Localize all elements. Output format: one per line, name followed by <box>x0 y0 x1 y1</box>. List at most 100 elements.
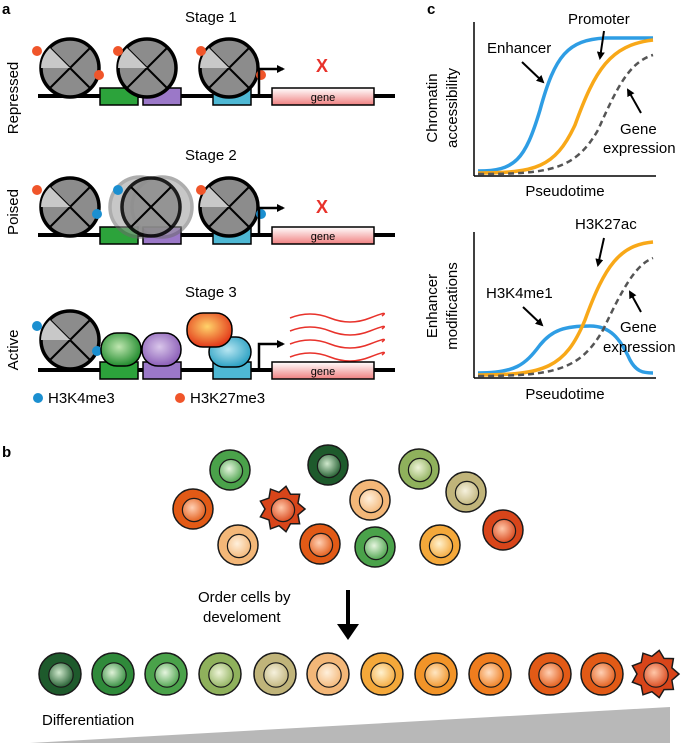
tss-arrow <box>257 340 285 370</box>
order-text-line1: Order cells by <box>198 589 291 606</box>
enhancer-pointer-arrow <box>521 61 545 84</box>
cell <box>445 471 487 513</box>
h3k27me3-mark <box>94 70 104 80</box>
h3k27ac-annotation: H3K27ac <box>575 216 637 233</box>
cell <box>198 652 242 696</box>
down-arrow-head <box>337 624 359 640</box>
cell <box>144 652 188 696</box>
top-plot: Chromatin accessibility Pseudotime Enhan… <box>424 11 676 200</box>
h3k27me3-mark <box>196 185 206 195</box>
h3k4me3-legend-swatch <box>33 393 43 403</box>
cell <box>419 524 461 566</box>
cell <box>306 652 350 696</box>
nucleosome <box>116 37 178 99</box>
cell <box>253 652 297 696</box>
differentiated-cell <box>259 485 307 533</box>
cell <box>482 509 524 551</box>
stage-3-state-label: Active <box>5 330 22 371</box>
panel-b: b Order cells by develoment Differentiat… <box>2 444 681 743</box>
gene-label: gene <box>311 92 335 104</box>
nucleosome <box>39 37 101 99</box>
panel-a: a Stage 1 Repressed <box>2 1 395 407</box>
bottom-plot-ylabel-line1: Enhancer <box>424 274 441 338</box>
differentiated-cell <box>631 649 681 699</box>
transcription-factor-purple <box>141 332 182 367</box>
gene-annotation-line1: Gene <box>620 319 657 336</box>
gene-annotation-line2: expression <box>603 339 676 356</box>
h3k27me3-mark <box>32 46 42 56</box>
enhancer-annotation: Enhancer <box>487 40 551 57</box>
panel-c: c Chromatin accessibility Pseudotime Enh… <box>424 1 676 403</box>
cell <box>349 479 391 521</box>
gene-label: gene <box>311 366 335 378</box>
stage-2-title: Stage 2 <box>185 147 237 164</box>
gene-pointer-arrow <box>629 290 642 313</box>
cell <box>38 652 82 696</box>
cell <box>299 523 341 565</box>
h3k4me1-curve <box>477 324 654 375</box>
h3k4me3-mark <box>92 209 102 219</box>
h3k4me3-mark <box>256 209 266 219</box>
cell <box>172 488 214 530</box>
h3k4me1-annotation: H3K4me1 <box>486 285 553 302</box>
stage-1: Stage 1 Repressed <box>5 9 395 134</box>
gene-box <box>271 87 375 106</box>
bottom-plot-xlabel: Pseudotime <box>525 386 604 403</box>
h3k27ac-curve <box>477 240 654 377</box>
h3k4me3-mark <box>113 185 123 195</box>
cell <box>398 448 440 490</box>
tss-arrow <box>257 204 285 235</box>
gene-annotation-line1: Gene <box>620 121 657 138</box>
promoter-annotation: Promoter <box>568 11 630 28</box>
silenced-x-mark: X <box>316 56 328 76</box>
unordered-cell-population <box>172 444 524 568</box>
gene-annotation-line2: expression <box>603 140 676 157</box>
bottom-plot: Enhancer modifications Pseudotime H3K27a… <box>424 216 676 403</box>
h3k4me3-legend-label: H3K4me3 <box>48 390 115 407</box>
panel-c-label: c <box>427 1 435 18</box>
stage-1-title: Stage 1 <box>185 9 237 26</box>
gene-expression-curve <box>477 53 654 176</box>
h3k27me3-legend-swatch <box>175 393 185 403</box>
nucleosome <box>39 309 101 371</box>
h3k4me3-mark <box>92 346 102 356</box>
cell <box>91 652 135 696</box>
h3k4me1-pointer-arrow <box>522 306 544 327</box>
cell <box>354 526 396 568</box>
tss-arrow <box>257 65 285 96</box>
cell <box>217 524 259 566</box>
silenced-x-mark: X <box>316 197 328 217</box>
coactivator-red <box>186 312 233 348</box>
gene-box <box>271 361 375 380</box>
stage-2: Stage 2 Poised <box>5 147 395 245</box>
bottom-plot-ylabel-line2: modifications <box>444 262 461 350</box>
cell <box>468 652 512 696</box>
gene-pointer-arrow <box>627 88 642 114</box>
h3k27me3-mark <box>32 185 42 195</box>
stage-3-title: Stage 3 <box>185 284 237 301</box>
promoter-pointer-arrow <box>596 30 605 60</box>
transcription-factor-green <box>100 332 142 367</box>
panel-a-label: a <box>2 1 11 18</box>
h3k27me3-legend-label: H3K27me3 <box>190 390 265 407</box>
differentiation-wedge <box>30 707 670 743</box>
top-plot-xlabel: Pseudotime <box>525 183 604 200</box>
differentiation-label: Differentiation <box>42 712 134 729</box>
gene-label: gene <box>311 231 335 243</box>
nucleosome <box>198 176 260 238</box>
panel-b-label: b <box>2 444 11 461</box>
cell <box>528 652 572 696</box>
cell <box>360 652 404 696</box>
h3k4me3-mark <box>32 321 42 331</box>
order-text-line2: develoment <box>203 609 281 626</box>
nucleosome <box>39 176 101 238</box>
nucleosome <box>198 37 260 99</box>
ordered-cell-trajectory <box>38 649 681 699</box>
stage-1-state-label: Repressed <box>5 62 22 135</box>
cell <box>209 449 251 491</box>
legend: H3K4me3 H3K27me3 <box>33 390 265 407</box>
transcript-waves <box>289 312 385 362</box>
h3k27me3-mark <box>113 46 123 56</box>
gene-box <box>271 226 375 245</box>
